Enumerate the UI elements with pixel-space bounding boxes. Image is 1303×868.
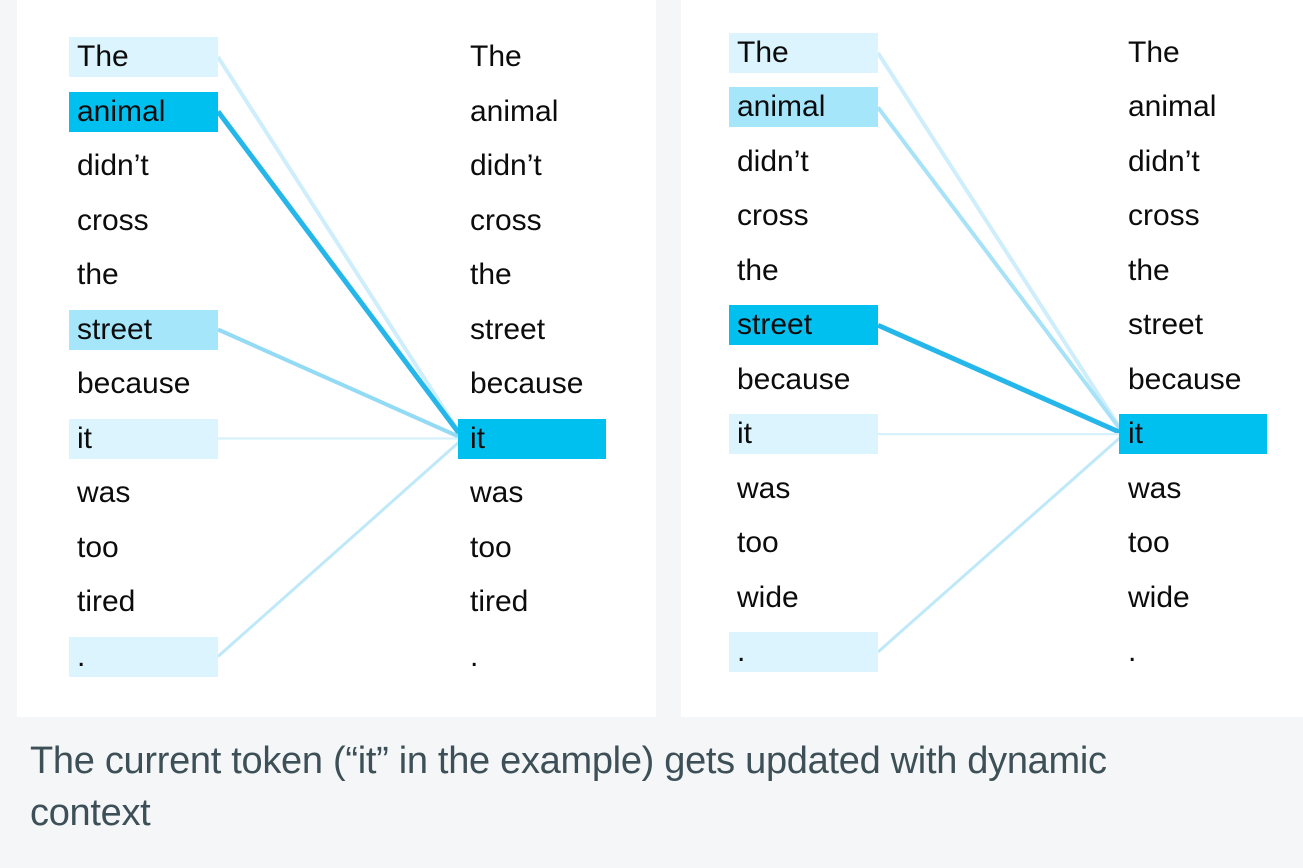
source-token: didn’t xyxy=(737,144,809,178)
attention-panel-left: The animal didn’t cross the street because it wa… xyxy=(17,0,656,717)
source-token: street xyxy=(69,309,218,350)
source-token: was xyxy=(737,471,791,505)
target-token: animal xyxy=(1128,90,1217,124)
target-token: too xyxy=(470,530,512,564)
target-token: was xyxy=(470,476,524,509)
source-token: the xyxy=(77,258,119,291)
attention-edge xyxy=(876,51,1126,436)
target-token: the xyxy=(470,258,512,291)
source-token: the xyxy=(737,253,779,287)
target-token: it xyxy=(1119,414,1267,455)
target-token: because xyxy=(470,367,584,400)
target-token: it xyxy=(458,418,606,459)
target-token: cross xyxy=(1128,199,1200,233)
target-token: street xyxy=(470,312,546,346)
source-token: too xyxy=(77,530,119,564)
figure-caption: The current token (“it” in the example) … xyxy=(30,735,1303,839)
target-token: animal xyxy=(470,94,559,128)
source-token: it xyxy=(729,414,878,455)
target-token: The xyxy=(1128,36,1180,69)
caption-line-2: context xyxy=(30,792,151,834)
attention-edge xyxy=(216,55,465,440)
target-token: cross xyxy=(470,203,542,237)
source-token: street xyxy=(729,305,878,346)
attention-edge xyxy=(876,106,1126,436)
source-token: cross xyxy=(77,203,149,237)
caption-line-1: The current token (“it” in the example) … xyxy=(30,740,1107,782)
source-token: The xyxy=(729,33,878,73)
target-token: the xyxy=(1128,253,1170,287)
attention-edge xyxy=(876,322,1126,437)
source-token: cross xyxy=(737,199,809,233)
target-token: was xyxy=(1128,471,1182,505)
source-token: didn’t xyxy=(77,149,149,182)
target-token: street xyxy=(1128,308,1204,342)
source-token: because xyxy=(737,362,851,396)
attention-edge xyxy=(215,110,466,440)
target-token: . xyxy=(1128,634,1137,668)
target-token: didn’t xyxy=(470,149,542,182)
source-token: . xyxy=(69,636,218,677)
target-token: The xyxy=(470,40,522,73)
source-token: too xyxy=(737,526,779,560)
target-token: wide xyxy=(1128,580,1190,614)
attention-edge xyxy=(217,327,464,441)
source-token: . xyxy=(729,631,878,672)
source-token: tired xyxy=(77,585,136,618)
source-token: The xyxy=(69,37,218,77)
source-token: animal xyxy=(729,87,878,128)
target-token: . xyxy=(470,639,479,673)
source-token: was xyxy=(77,476,131,509)
target-token: didn’t xyxy=(1128,144,1200,178)
target-token: tired xyxy=(470,585,529,618)
target-token: because xyxy=(1128,362,1242,396)
attention-panel-right: The animal didn’t cross the street because it wa… xyxy=(681,0,1303,717)
source-token: animal xyxy=(69,91,218,132)
source-token: it xyxy=(69,418,218,459)
source-token: because xyxy=(77,367,191,400)
target-token: too xyxy=(1128,526,1170,560)
attention-edge xyxy=(217,437,464,658)
attention-edge xyxy=(877,433,1125,654)
source-token: wide xyxy=(737,580,799,614)
